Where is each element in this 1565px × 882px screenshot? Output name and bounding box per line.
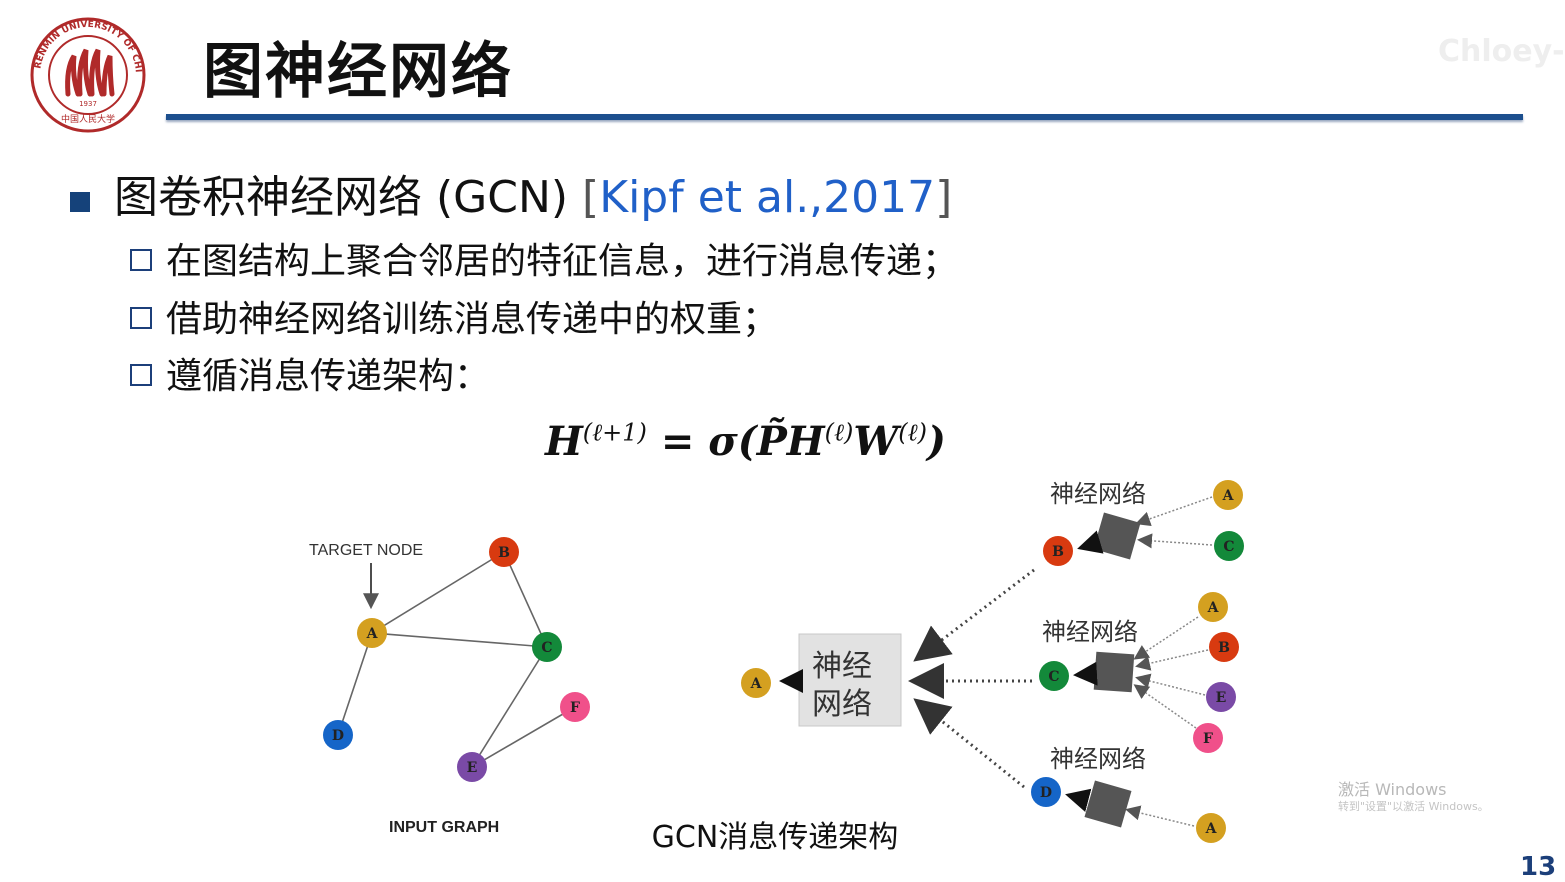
svg-text:B: B bbox=[1218, 640, 1230, 656]
logo-bottom-text: 中国人民大学 bbox=[61, 113, 115, 125]
watermark: Chloey-S bbox=[1438, 34, 1565, 69]
graph-node-c: C bbox=[532, 632, 562, 662]
input-graph: TARGET NODE A B C D E F INPUT GRAPH bbox=[309, 537, 590, 836]
svg-text:A: A bbox=[1207, 600, 1220, 616]
nn-square bbox=[1093, 651, 1135, 693]
graph-node-a: A bbox=[357, 618, 387, 648]
main-bullet-text: 图卷积神经网络 (GCN) bbox=[114, 172, 583, 223]
gcn-diagram-caption: GCN消息传递架构 bbox=[652, 820, 899, 855]
gcn-input-node-f: F bbox=[1193, 723, 1223, 753]
citation-link[interactable]: Kipf et al.,2017 bbox=[599, 172, 936, 223]
svg-text:D: D bbox=[1040, 785, 1052, 801]
graph-edge bbox=[471, 706, 576, 768]
gcn-hub-node-b: B bbox=[1043, 536, 1073, 566]
gcn-input-node-c: C bbox=[1214, 531, 1244, 561]
svg-text:A: A bbox=[750, 676, 763, 692]
gcn-target-node: A bbox=[741, 668, 771, 698]
checkbox-icon bbox=[130, 249, 152, 271]
svg-text:B: B bbox=[498, 545, 510, 561]
input-graph-caption: INPUT GRAPH bbox=[389, 819, 499, 836]
sub-bullet-text: 遵循消息传递架构： bbox=[166, 356, 491, 397]
gcn-formula: H(ℓ+1) = σ(P̃H(ℓ)W(ℓ)) bbox=[545, 418, 946, 465]
gcn-input-node-a: A bbox=[1198, 592, 1228, 622]
citation-bracket-open: [ bbox=[582, 172, 600, 223]
gcn-input-node-b: B bbox=[1209, 632, 1239, 662]
logo-year: 1937 bbox=[79, 100, 97, 108]
svg-text:D: D bbox=[332, 728, 344, 744]
sub-bullet: 遵循消息传递架构： bbox=[130, 355, 490, 398]
gcn-input-node-a: A bbox=[1213, 480, 1243, 510]
message-arrow bbox=[913, 568, 1035, 662]
svg-text:F: F bbox=[1203, 731, 1213, 747]
message-arrow bbox=[913, 698, 1025, 789]
activate-windows-hint: 转到"设置"以激活 Windows。 bbox=[1338, 800, 1489, 813]
main-bullet: 图卷积神经网络 (GCN) [Kipf et al.,2017] bbox=[114, 172, 952, 225]
svg-text:B: B bbox=[1052, 544, 1064, 560]
svg-text:A: A bbox=[366, 626, 379, 642]
graph-edge bbox=[371, 632, 548, 648]
svg-text:A: A bbox=[1205, 821, 1218, 837]
target-node-label: TARGET NODE bbox=[309, 542, 423, 559]
nn-square bbox=[1084, 780, 1132, 828]
slide-title: 图神经网络 bbox=[203, 37, 513, 107]
sub-bullet: 借助神经网络训练消息传递中的权重； bbox=[130, 298, 778, 341]
graph-edge bbox=[371, 551, 505, 634]
graph-edge bbox=[471, 646, 548, 768]
bullet-square-icon bbox=[70, 192, 90, 212]
citation-bracket-close: ] bbox=[935, 172, 953, 223]
graph-edge bbox=[503, 551, 548, 648]
graph-node-b: B bbox=[489, 537, 519, 567]
group-nn-label: 神经网络 bbox=[1042, 618, 1138, 646]
svg-text:C: C bbox=[1223, 539, 1234, 555]
title-underline bbox=[166, 114, 1523, 120]
sub-bullet: 在图结构上聚合邻居的特征信息，进行消息传递； bbox=[130, 240, 958, 283]
graph-edge bbox=[337, 632, 373, 736]
group-nn-label: 神经网络 bbox=[1050, 745, 1146, 773]
center-nn-label-line2: 网络 bbox=[812, 687, 872, 722]
gcn-hub-node-c: C bbox=[1039, 661, 1069, 691]
graph-node-e: E bbox=[457, 752, 487, 782]
checkbox-icon bbox=[130, 307, 152, 329]
svg-text:A: A bbox=[1222, 488, 1235, 504]
checkbox-icon bbox=[130, 364, 152, 386]
graph-node-f: F bbox=[560, 692, 590, 722]
svg-text:F: F bbox=[570, 700, 580, 716]
gcn-input-node-a: A bbox=[1196, 813, 1226, 843]
svg-text:E: E bbox=[467, 760, 478, 776]
gcn-hub-node-d: D bbox=[1031, 777, 1061, 807]
gcn-input-node-e: E bbox=[1206, 682, 1236, 712]
svg-text:E: E bbox=[1216, 690, 1227, 706]
center-nn-label-line1: 神经 bbox=[812, 649, 872, 684]
nn-square bbox=[1093, 512, 1141, 560]
sub-bullet-text: 在图结构上聚合邻居的特征信息，进行消息传递； bbox=[166, 241, 959, 282]
svg-text:C: C bbox=[541, 640, 552, 656]
graph-node-d: D bbox=[323, 720, 353, 750]
activate-windows-title: 激活 Windows bbox=[1338, 780, 1447, 799]
group-nn-label: 神经网络 bbox=[1050, 480, 1146, 508]
sub-bullet-text: 借助神经网络训练消息传递中的权重； bbox=[166, 299, 779, 340]
center-nn-box bbox=[798, 633, 902, 727]
university-logo: 1937 RENMIN UNIVERSITY OF CHINA 中国人民大学 bbox=[28, 16, 146, 133]
svg-text:C: C bbox=[1048, 669, 1059, 685]
page-number: 13 bbox=[1520, 852, 1557, 882]
